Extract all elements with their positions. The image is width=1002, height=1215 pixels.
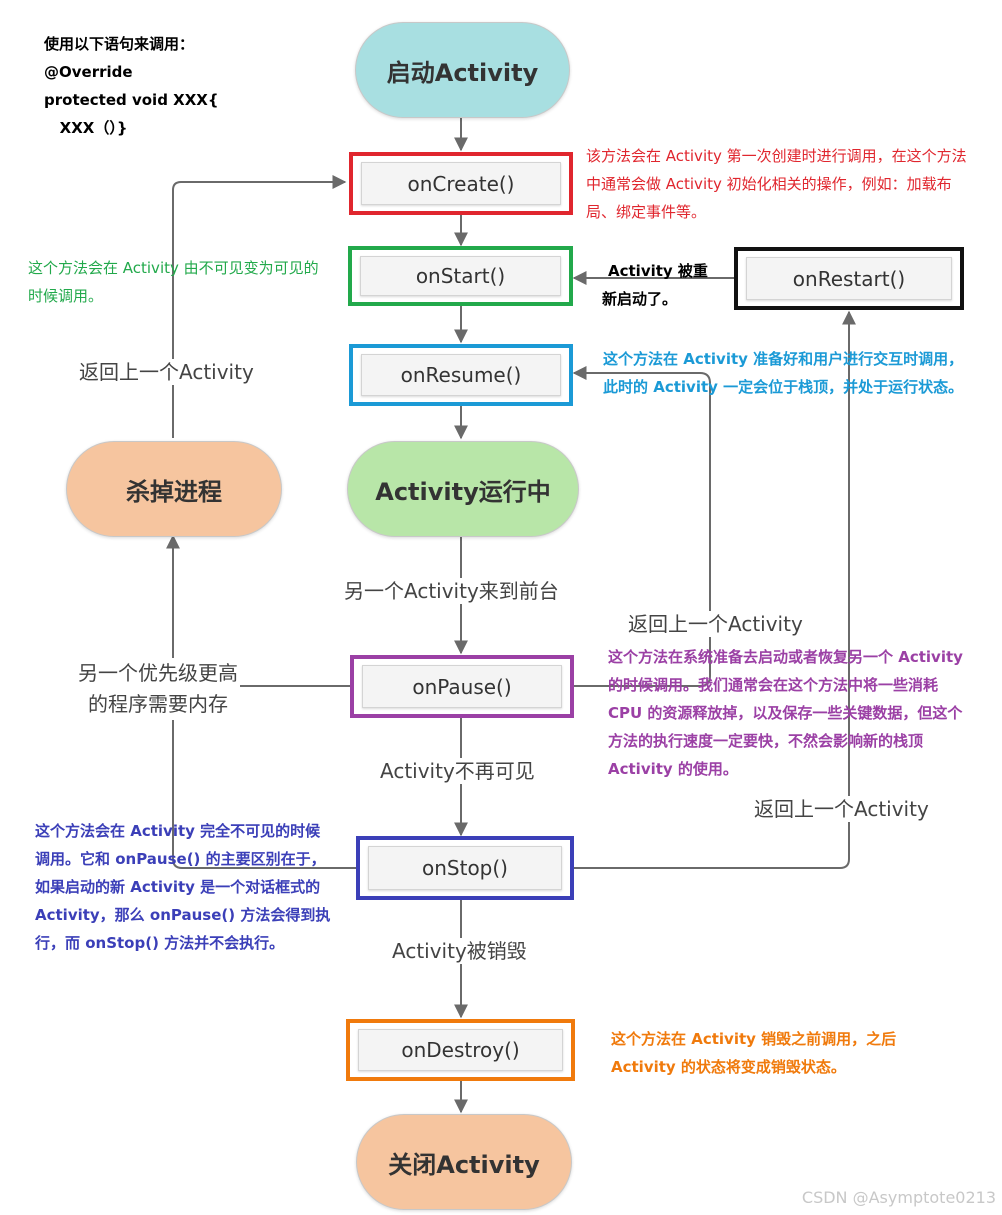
onstop-note-line: 调用。它和 onPause() 的主要区别在于，	[35, 850, 326, 868]
onstart-note-line: 这个方法会在 Activity 由不可见变为可见的	[28, 259, 319, 277]
not-visible-label: Activity不再可见	[378, 758, 537, 784]
onresume-note-line: 此时的 Activity 一定会位于栈顶，并处于运行状态。	[603, 378, 964, 396]
back-label-middle: 返回上一个Activity	[626, 611, 805, 637]
onstop-note-line: 这个方法会在 Activity 完全不可见的时候	[35, 822, 321, 840]
onstop-note-line: Activity，那么 onPause() 方法会得到执	[35, 906, 331, 924]
onstart-label: onStart()	[360, 256, 561, 296]
onpause-label: onPause()	[362, 665, 562, 708]
back-label-right: 返回上一个Activity	[752, 796, 931, 822]
arrow-onpause-to-onresume	[572, 366, 711, 687]
arrow-kill-to-oncreate	[172, 175, 347, 438]
onpause-note: 这个方法在系统准备去启动或者恢复另一个 Activity 的时候调用。我们通常会…	[608, 643, 963, 783]
higher-priority-line: 的程序需要内存	[88, 692, 228, 716]
restarted-label: Activity 被重 新启动了。	[602, 257, 708, 313]
usage-line: @Override	[44, 63, 133, 81]
onpause-note-line: Activity 的使用。	[608, 760, 738, 778]
onresume-box: onResume()	[349, 344, 573, 406]
onresume-note: 这个方法在 Activity 准备好和用户进行交互时调用， 此时的 Activi…	[603, 345, 963, 401]
onresume-note-line: 这个方法在 Activity 准备好和用户进行交互时调用，	[603, 350, 964, 368]
onstop-note-line: 如果启动的新 Activity 是一个对话框式的	[35, 878, 321, 896]
oncreate-note-line: 中通常会做 Activity 初始化相关的操作，例如：加载布	[586, 175, 952, 193]
onstart-box: onStart()	[348, 246, 573, 306]
ondestroy-note: 这个方法在 Activity 销毁之前调用，之后 Activity 的状态将变成…	[611, 1025, 896, 1081]
onstop-box: onStop()	[356, 836, 574, 900]
ondestroy-note-line: Activity 的状态将变成销毁状态。	[611, 1058, 846, 1076]
ondestroy-label: onDestroy()	[358, 1029, 563, 1071]
restarted-line: Activity 被重	[608, 262, 708, 280]
onrestart-label: onRestart()	[746, 257, 952, 300]
ondestroy-box: onDestroy()	[346, 1019, 575, 1081]
onstop-note-line: 行，而 onStop() 方法并不会执行。	[35, 934, 285, 952]
onstart-note: 这个方法会在 Activity 由不可见变为可见的 时候调用。	[28, 254, 319, 310]
arrow-onstop-to-onrestart	[573, 310, 856, 869]
onpause-box: onPause()	[350, 655, 574, 718]
restarted-line: 新启动了。	[602, 290, 678, 308]
usage-line: 使用以下语句来调用：	[44, 35, 195, 53]
higher-priority-line: 另一个优先级更高	[78, 661, 238, 685]
onresume-label: onResume()	[361, 354, 561, 396]
line-onstop-to-kill	[172, 686, 356, 869]
oncreate-box: onCreate()	[349, 152, 573, 215]
usage-line: XXX（）}	[44, 119, 128, 137]
close-activity-node: 关闭Activity	[356, 1114, 572, 1210]
onpause-note-line: CPU 的资源释放掉，以及保存一些关键数据，但这个	[608, 704, 963, 722]
onpause-note-line: 方法的执行速度一定要快，不然会影响新的栈顶	[608, 732, 924, 750]
watermark: CSDN @Asymptote0213	[801, 1188, 996, 1207]
onpause-note-line: 的时候调用。我们通常会在这个方法中将一些消耗	[608, 676, 939, 694]
ondestroy-note-line: 这个方法在 Activity 销毁之前调用，之后	[611, 1030, 897, 1048]
kill-process-node: 杀掉进程	[66, 441, 282, 537]
activity-running-node: Activity运行中	[347, 441, 579, 537]
oncreate-label: onCreate()	[361, 162, 561, 205]
oncreate-note-line: 局、绑定事件等。	[586, 203, 707, 221]
another-front-label: 另一个Activity来到前台	[342, 578, 561, 604]
destroyed-label: Activity被销毁	[390, 938, 529, 964]
higher-priority-label: 另一个优先级更高 的程序需要内存	[76, 658, 240, 720]
oncreate-note: 该方法会在 Activity 第一次创建时进行调用，在这个方法 中通常会做 Ac…	[586, 142, 967, 226]
onpause-note-line: 这个方法在系统准备去启动或者恢复另一个 Activity	[608, 648, 963, 666]
onstop-label: onStop()	[368, 846, 562, 890]
oncreate-note-line: 该方法会在 Activity 第一次创建时进行调用，在这个方法	[586, 147, 967, 165]
usage-line: protected void XXX{	[44, 91, 219, 109]
onstop-note: 这个方法会在 Activity 完全不可见的时候 调用。它和 onPause()…	[35, 817, 330, 957]
back-label-left: 返回上一个Activity	[77, 359, 256, 385]
usage-note: 使用以下语句来调用： @Override protected void XXX{…	[44, 30, 219, 142]
onrestart-box: onRestart()	[734, 247, 964, 310]
onstart-note-line: 时候调用。	[28, 287, 104, 305]
start-activity-node: 启动Activity	[355, 22, 570, 118]
